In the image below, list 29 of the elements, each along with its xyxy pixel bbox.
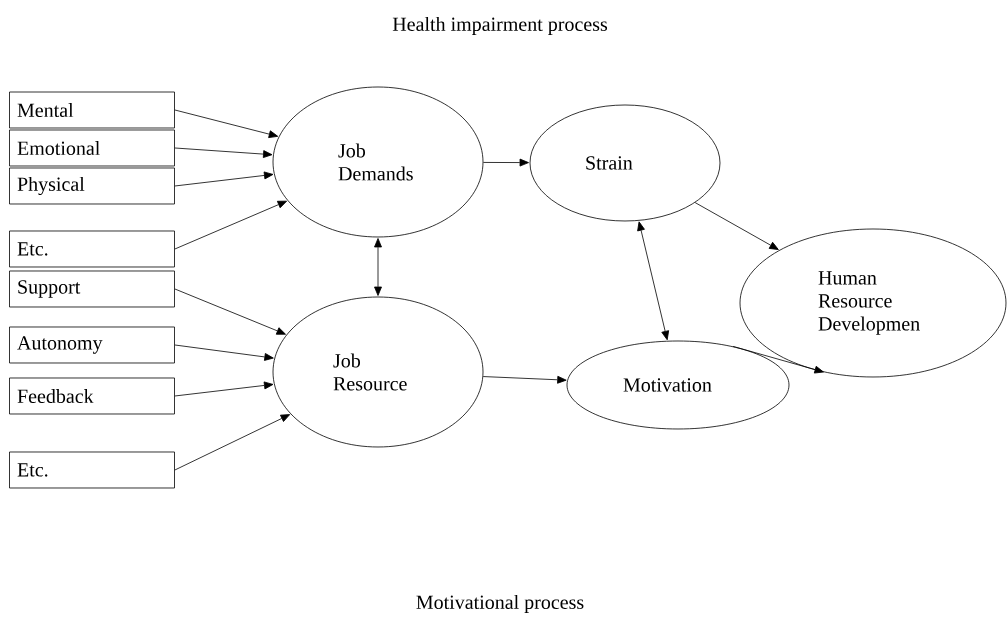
factor-box: Autonomy xyxy=(9,326,175,364)
arrow xyxy=(483,158,529,167)
factor-box: Physical xyxy=(9,167,175,205)
factor-box: Support xyxy=(9,270,175,308)
factor-box: Mental xyxy=(9,91,175,129)
ellipse-node: Strain xyxy=(529,104,721,222)
arrow xyxy=(174,381,274,397)
factor-box: Etc. xyxy=(9,230,175,268)
process-label: Motivational process xyxy=(416,594,584,614)
arrow xyxy=(482,375,567,384)
arrow xyxy=(174,171,274,187)
arrow xyxy=(174,288,286,335)
ellipse-node: Job Resource xyxy=(272,296,484,448)
arrow xyxy=(174,147,273,158)
process-label: Health impairment process xyxy=(392,16,608,36)
ellipse-node: Job Demands xyxy=(272,86,484,238)
arrow xyxy=(174,344,274,361)
arrow xyxy=(174,109,279,138)
arrow xyxy=(732,346,824,374)
factor-box: Etc. xyxy=(9,451,175,489)
ellipse-node: Motivation xyxy=(566,340,790,430)
arrow xyxy=(174,414,291,471)
ellipse-node: Human Resource Developmen xyxy=(739,228,1007,378)
arrow xyxy=(637,221,670,341)
arrow xyxy=(374,238,382,296)
arrow xyxy=(694,202,779,250)
factor-box: Feedback xyxy=(9,377,175,415)
arrow xyxy=(174,200,287,250)
factor-box: Emotional xyxy=(9,129,175,167)
